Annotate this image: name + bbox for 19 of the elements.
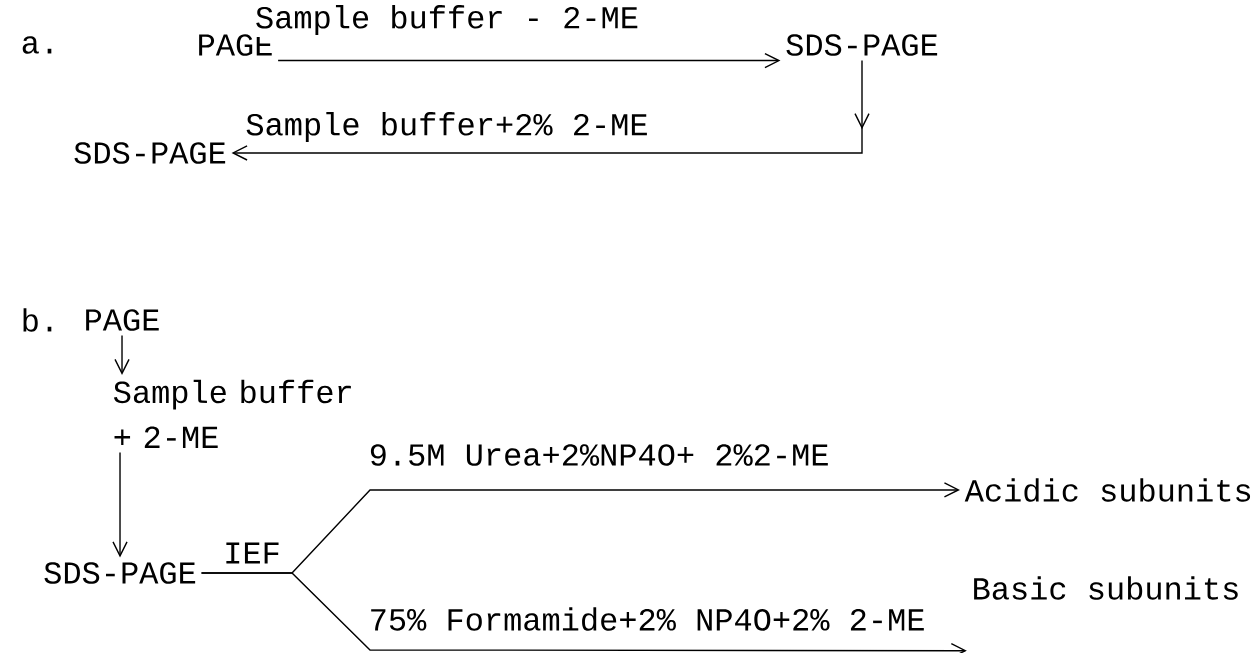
- edge-label: 9.5M Urea+2%NP4O+ 2%2-ME: [366, 442, 832, 468]
- step-text: SDS-PAGE: [786, 34, 938, 56]
- method-label: IEF: [226, 542, 279, 564]
- arrow: [231, 59, 870, 161]
- step-text: PAGE: [86, 309, 159, 331]
- edge-label: 75% Formamide+2% NP4O+2% 2-ME: [366, 605, 928, 633]
- panel-letter: a.: [22, 36, 52, 54]
- arrow: [277, 52, 781, 69]
- arrow: [200, 572, 967, 653]
- arrow: [112, 451, 128, 558]
- arrow: [114, 334, 130, 375]
- step-text: SDS-PAGE: [74, 142, 226, 164]
- panel-letter: b.: [23, 308, 52, 332]
- edge-label: Sample buffer - 2-ME: [253, 3, 642, 37]
- step-text: Basic subunits: [974, 576, 1238, 600]
- step-text: Sample buffer + 2-ME: [113, 379, 351, 448]
- step-text: Acidic subunits: [964, 478, 1251, 502]
- step-text: SDS-PAGE: [44, 562, 196, 584]
- edge-label: Sample buffer+2% 2-ME: [243, 110, 651, 144]
